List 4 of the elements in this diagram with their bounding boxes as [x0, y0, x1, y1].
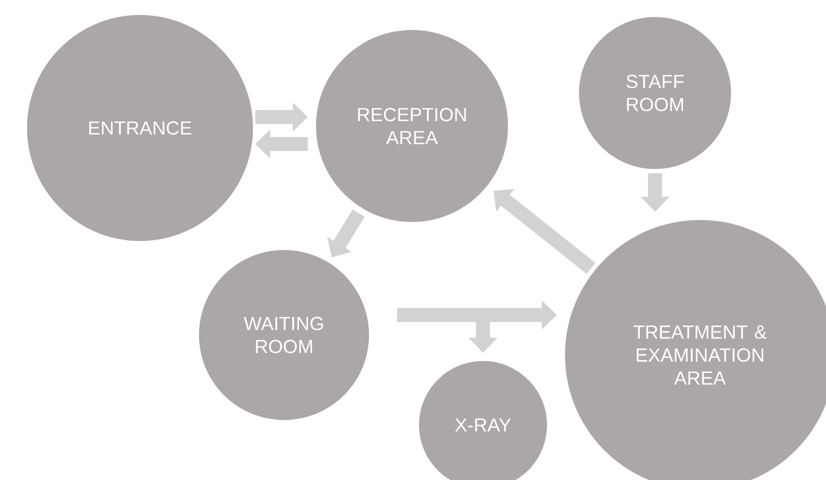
circle-node: STAFF ROOM	[579, 17, 731, 169]
circle-node: RECEPTION AREA	[316, 30, 508, 222]
circle-node: ENTRANCE	[27, 15, 253, 241]
circle-node: WAITING ROOM	[199, 250, 369, 420]
